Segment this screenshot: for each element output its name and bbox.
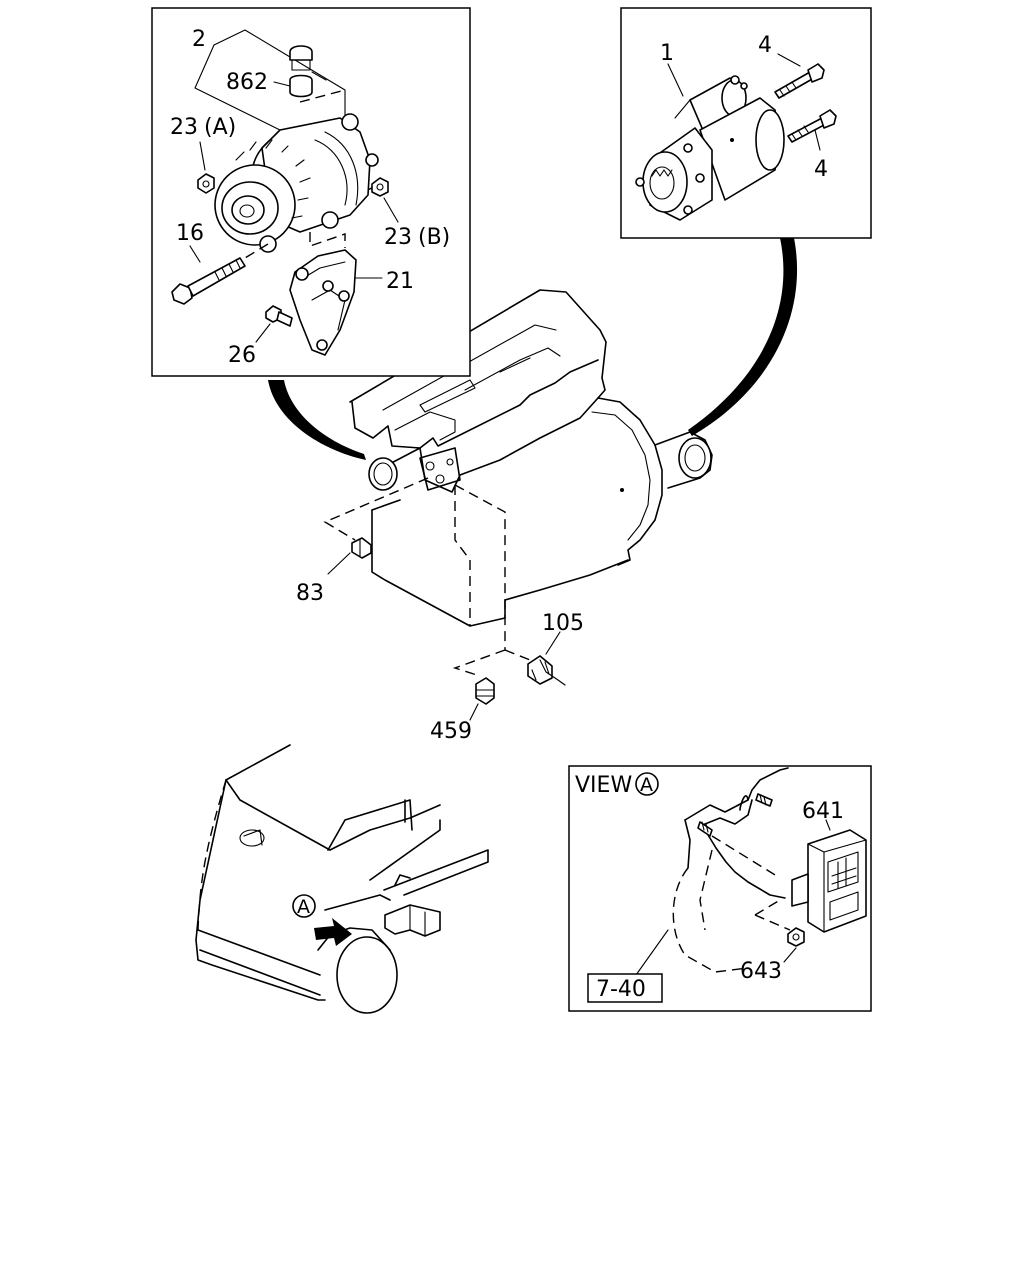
- callout-4-bottom: 4: [814, 157, 828, 182]
- plug-459-icon: [469, 677, 495, 721]
- bracket-21-icon: [289, 249, 383, 356]
- nut-23a-icon: [197, 141, 215, 194]
- callout-23b-suffix: (B): [418, 225, 450, 250]
- callout-23b: 23(B): [384, 225, 450, 250]
- callout-23a-num: 23: [170, 115, 198, 140]
- view-direction-arrow: [314, 918, 352, 946]
- nut-643-icon: [783, 927, 805, 963]
- callout-21: 21: [386, 269, 414, 294]
- ref-leader: [635, 929, 669, 976]
- callout-643: 643: [740, 959, 782, 984]
- view-a-marker-label: A: [640, 774, 653, 796]
- ref-page-label[interactable]: 7-40: [596, 977, 646, 1002]
- vehicle-view-marker: [292, 894, 316, 918]
- alternator-assembly: [194, 29, 379, 259]
- control-module-641-icon: [791, 819, 867, 933]
- callout-862: 862: [226, 70, 268, 95]
- callout-26: 26: [228, 343, 256, 368]
- bolt-83-icon: [327, 537, 372, 575]
- ref-page-box[interactable]: [587, 973, 663, 1003]
- bolt-16-icon: [171, 245, 246, 305]
- callout-23a: 23(A): [170, 115, 236, 140]
- callout-105: 105: [542, 611, 584, 636]
- starter-assembly: [635, 63, 785, 221]
- callout-4-top: 4: [758, 33, 772, 58]
- engine-assembly: [349, 289, 713, 650]
- bolt-4-bottom-icon: [787, 109, 837, 151]
- arrow-alternator-to-engine: [268, 380, 366, 460]
- leader-862: [273, 81, 291, 87]
- callout-16: 16: [176, 221, 204, 246]
- vehicle-front-view: A: [195, 744, 489, 1014]
- view-a-title: VIEW: [575, 773, 632, 798]
- callout-83: 83: [296, 581, 324, 606]
- callout-23b-num: 23: [384, 225, 412, 250]
- sensor-105-icon: [527, 631, 566, 686]
- bolt-4-top-icon: [774, 53, 825, 99]
- callout-23a-suffix: (A): [204, 115, 236, 140]
- callout-1: 1: [660, 41, 674, 66]
- callout-459: 459: [430, 719, 472, 744]
- view-a-marker: [635, 772, 659, 796]
- arrow-starter-to-engine: [688, 238, 798, 436]
- callout-641: 641: [802, 799, 844, 824]
- engine-leaders: [323, 477, 531, 677]
- vehicle-view-marker-label: A: [297, 896, 310, 918]
- nut-23b-icon: [371, 177, 399, 223]
- view-a-structure: [672, 767, 791, 973]
- bolt-26-icon: [255, 305, 293, 343]
- callout-2: 2: [192, 27, 206, 52]
